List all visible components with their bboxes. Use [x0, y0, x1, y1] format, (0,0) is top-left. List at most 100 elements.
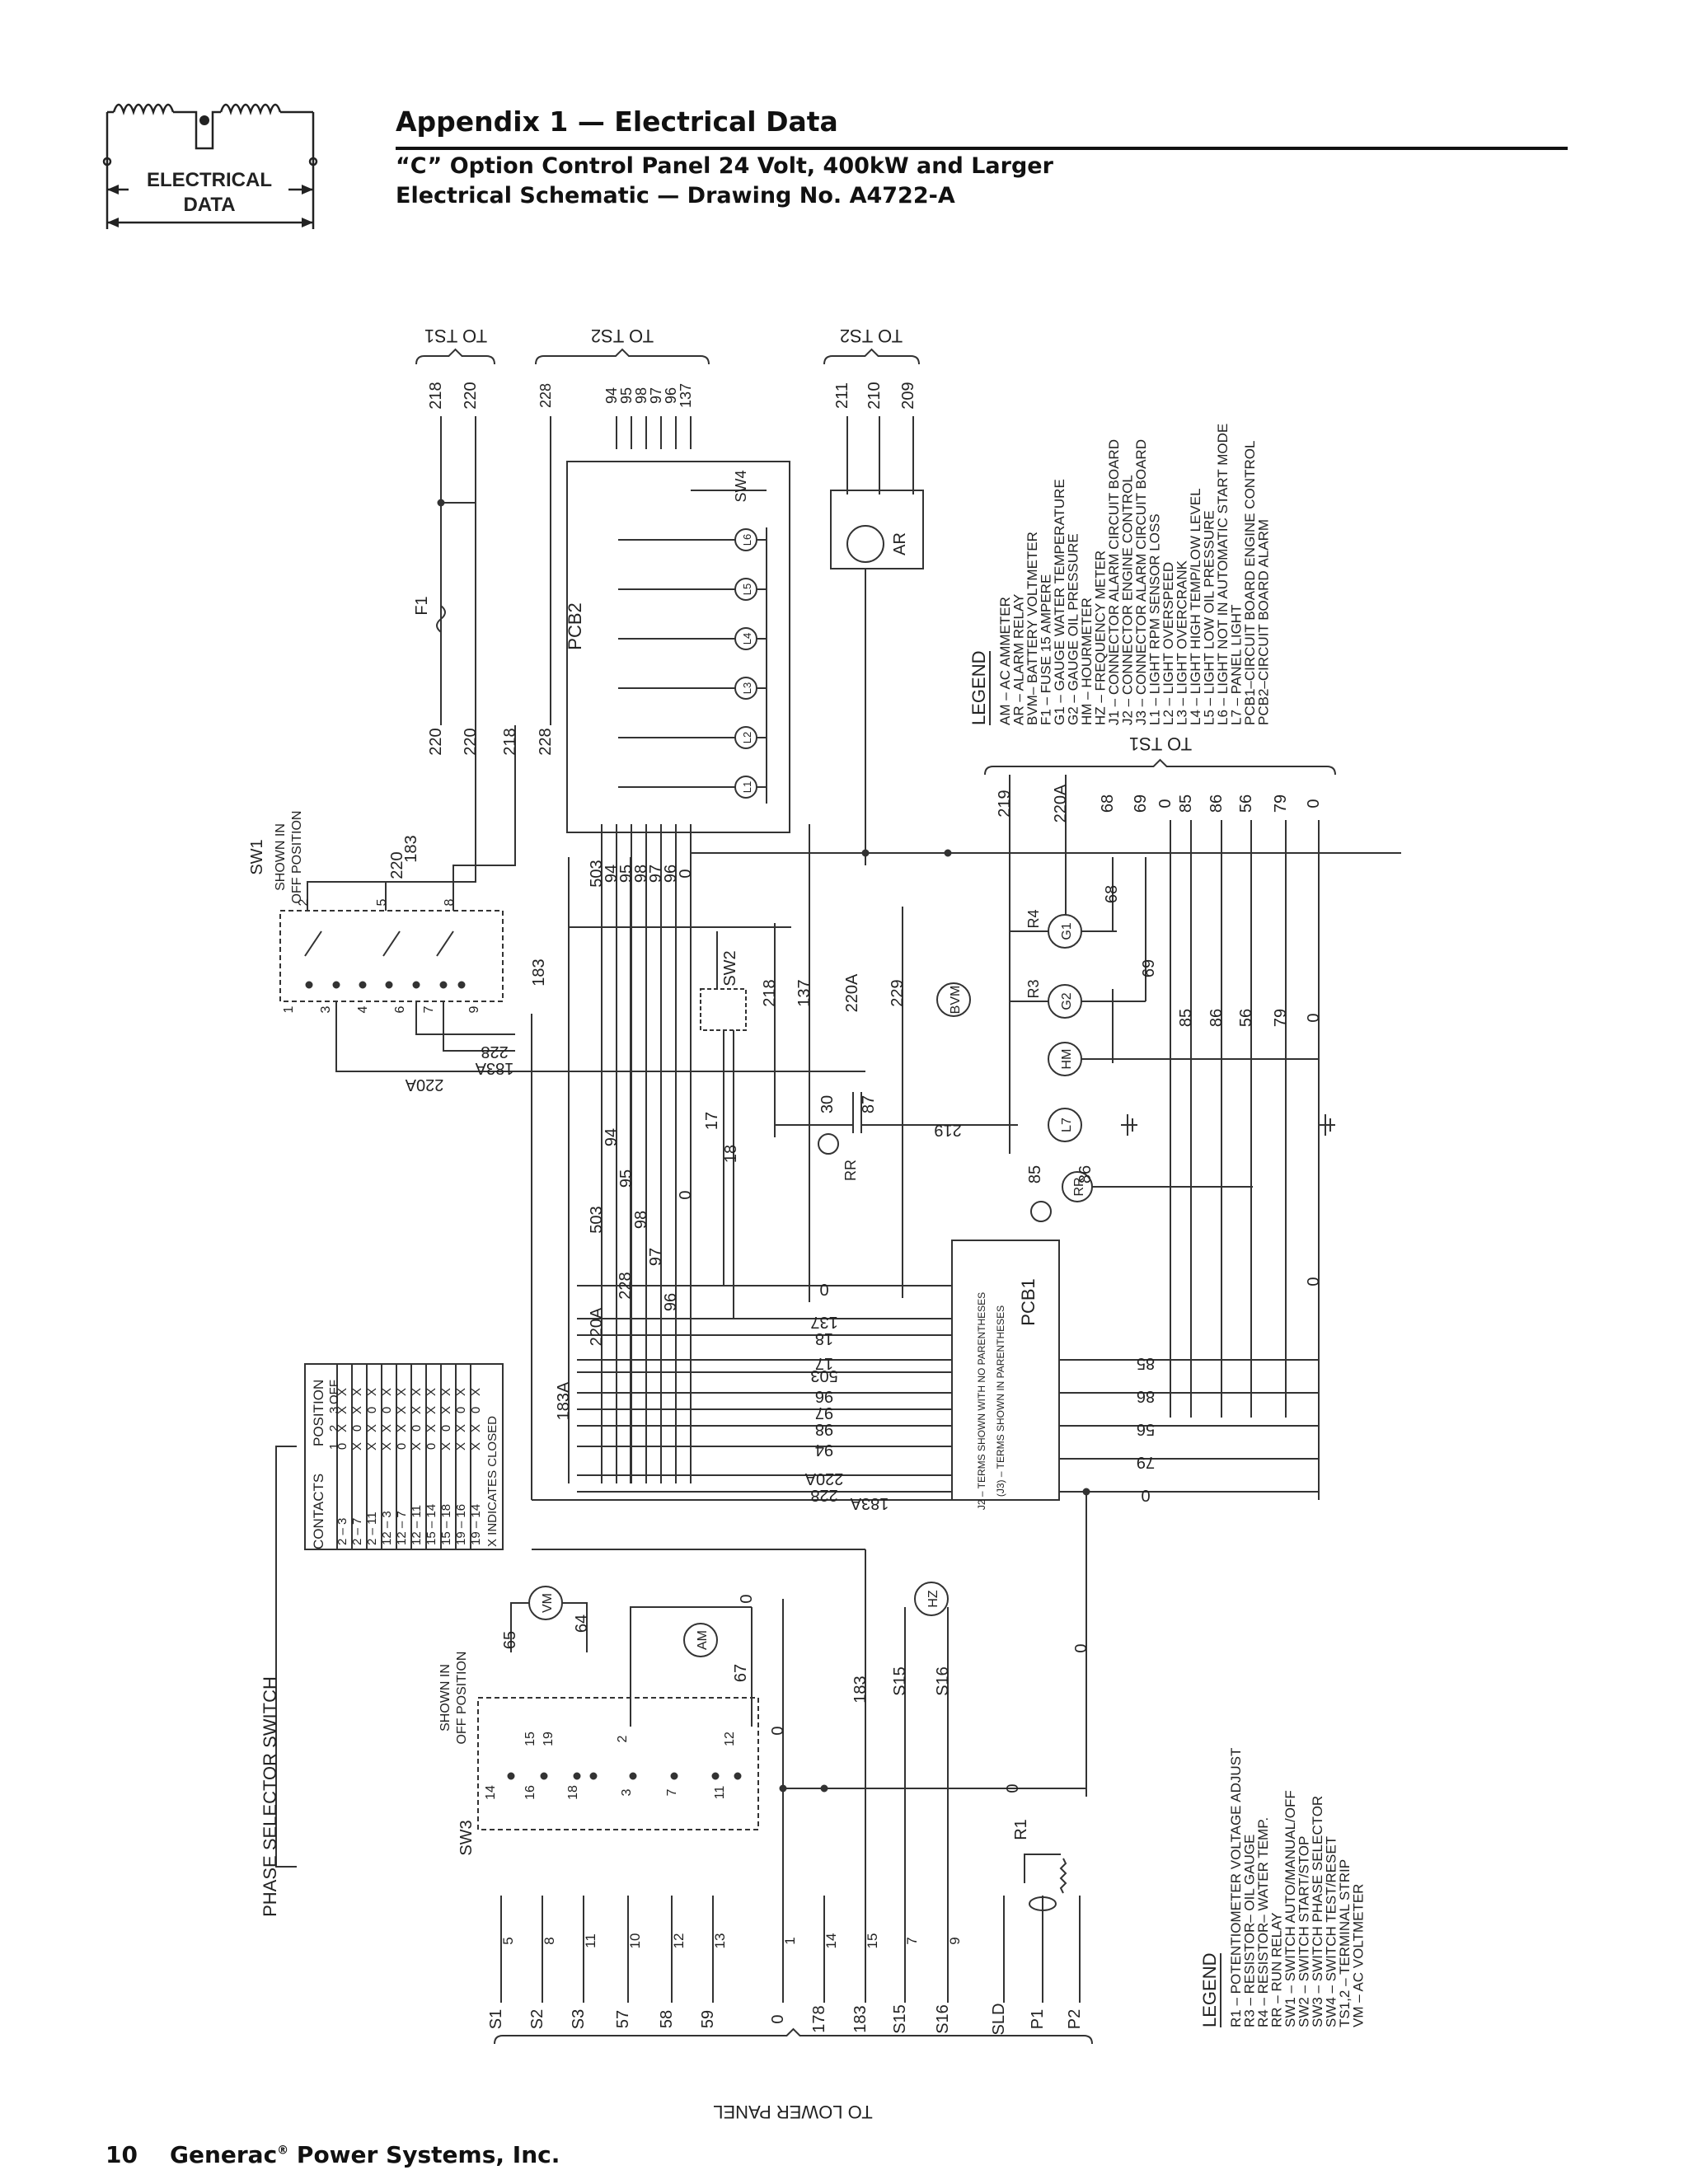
ground-symbol-r: [1319, 1114, 1335, 1136]
phase-row-2-pos2: X: [365, 1424, 379, 1432]
run-relay-rr: [1062, 1171, 1093, 1202]
wire-228-label: 228: [537, 728, 555, 755]
sw1-term-1: 1: [282, 1005, 296, 1013]
to-lower-panel-label: TO LOWER PANEL: [713, 2102, 873, 2122]
phase-row-4-pos2: X: [395, 1424, 409, 1432]
wire-64: [562, 1602, 588, 1652]
to-ts2-label: TO TS2: [591, 326, 654, 346]
ts2-wire-137: 137: [678, 383, 694, 408]
r1-label: R1: [1012, 1819, 1030, 1840]
pcb2-box: [566, 461, 790, 833]
legend2-item-4: SW1 – SWITCH AUTO/MANUAL/OFF: [1282, 1790, 1298, 2027]
alarm-relay-coil: [846, 525, 884, 563]
junction-dot: [385, 981, 393, 989]
junction-dot: [944, 849, 952, 857]
trunk-label-8: 96: [662, 1293, 680, 1311]
wire-30-label: 30: [818, 1095, 837, 1113]
gauge-g1: [1048, 914, 1082, 949]
ts2-wire-94: 94: [603, 387, 620, 404]
phase-row-0-pos1: 0: [335, 1443, 349, 1450]
ts2-wire-98: 98: [633, 387, 649, 404]
wire-218-sw1: [452, 725, 516, 911]
ts1-right-mid-0: 0: [1305, 1013, 1323, 1022]
sw3-term-7: 7: [665, 1788, 679, 1796]
phase-row-1-pos4: X: [350, 1388, 364, 1396]
ts1-right-mid-85: 85: [1177, 1009, 1195, 1027]
light-l2: [734, 726, 757, 749]
light-l1-label: L1: [741, 781, 753, 793]
mid-wire-97: 97: [647, 865, 665, 883]
wire-229-label: 229: [889, 979, 907, 1006]
sw1-wire-220: 220: [388, 851, 406, 879]
light-l2-label: L2: [741, 732, 753, 743]
phase-row-2-pos1: X: [365, 1442, 379, 1451]
wire-0-right-lower: 0: [1305, 1277, 1323, 1286]
to-ts1-right-label: TO TS1: [1129, 733, 1192, 754]
sw3-note1: SHOWN IN: [438, 1664, 452, 1732]
sw3-term-19: 19: [542, 1732, 556, 1746]
phase-table-header-contacts: CONTACTS: [311, 1474, 326, 1549]
wire-218-mid-label: 218: [761, 979, 779, 1006]
wire-220-label-b: 220: [462, 728, 480, 755]
hourmeter-hm: [1048, 1042, 1082, 1076]
wire-65: [510, 1602, 529, 1652]
phase-table-pos-2: 3: [327, 1407, 341, 1413]
panel-light-l7: [1048, 1108, 1082, 1142]
sw1-term-3: 3: [319, 1005, 333, 1013]
bvm-meter-label: BVM: [949, 986, 963, 1015]
legend1-item-1: AR – ALARM RELAY: [1011, 594, 1027, 725]
ts1-wire-218-top: 218: [427, 382, 445, 409]
lower-wire-9: S15: [891, 2004, 909, 2034]
ac-ammeter-am-label: AM: [696, 1630, 710, 1650]
ts1-right-wire-9: 0: [1305, 799, 1323, 808]
lower-wire-0: S1: [487, 2009, 505, 2029]
logo-text-line1: ELECTRICAL: [147, 169, 272, 191]
wire-65-label: 65: [501, 1631, 519, 1649]
wire-219-l7-label: 219: [934, 1121, 961, 1139]
junction-dot: [779, 1784, 787, 1793]
brace-to-lower-panel: [494, 2027, 1093, 2045]
legend1-item-7: HZ – FREQUENCY METER: [1093, 551, 1109, 725]
phase-row-1-pos2: 0: [350, 1425, 364, 1432]
legend2-item-3: RR – RUN RELAY: [1269, 1913, 1285, 2028]
lower-wire-13: P2: [1066, 2009, 1084, 2029]
wire-r1: [1024, 1854, 1061, 1883]
r4-label: R4: [1025, 909, 1042, 928]
shield-sld: [1029, 1896, 1057, 1911]
lower-wire-num-3: 10: [627, 1933, 643, 1949]
wire-s15-label: S15: [891, 1666, 909, 1696]
r1-potentiometer: [1059, 1858, 1067, 1894]
junction-dot: [670, 1772, 678, 1780]
phase-row-6-contacts: 15 – 14: [424, 1504, 438, 1545]
legend2-item-2: R4 – RESISTOR– WATER TEMP.: [1255, 1817, 1271, 2027]
ts1-right-wire-6: 86: [1207, 794, 1226, 813]
phase-row-4-pos4: X: [395, 1388, 409, 1396]
junction-dot: [507, 1772, 515, 1780]
pcb1-out-label-85: 85: [1137, 1354, 1155, 1372]
phase-row-8-pos3: 0: [454, 1407, 468, 1413]
page-footer: 10 Generac® Power Systems, Inc.: [106, 2141, 560, 2168]
sw1-contact-3: [436, 930, 454, 957]
pcb2-label: PCB2: [565, 602, 585, 649]
phase-row-5-pos3: X: [410, 1406, 424, 1414]
sw1-box: [279, 910, 504, 1002]
lower-wire-10: S16: [934, 2004, 952, 2034]
alarm-relay-ar-box: [830, 490, 924, 569]
sw3-term-15: 15: [523, 1732, 537, 1746]
fuse-f1: [436, 605, 446, 633]
sw1-term-5: 5: [375, 898, 389, 906]
phase-row-1-pos3: X: [350, 1406, 364, 1414]
light-l6-label: L6: [741, 534, 753, 546]
legend1-title: LEGEND: [968, 651, 989, 725]
junction-dot: [861, 849, 870, 857]
frequency-meter-hz-label: HZ: [926, 1590, 940, 1608]
junction-dot: [359, 981, 367, 989]
phase-row-9-pos1: X: [469, 1442, 483, 1451]
wire-220a-mid-label: 220A: [843, 973, 861, 1012]
lower-wire-3: 57: [614, 2010, 632, 2028]
lower-wire-11: SLD: [990, 2004, 1008, 2036]
wire-137-label: 137: [795, 979, 814, 1006]
legend1-item-10: J3 – CONNECTOR ALARM CIRCUIT BOARD: [1133, 439, 1149, 725]
phase-row-2-contacts: 2 – 11: [365, 1511, 379, 1545]
pcb1-in-label-8: 94: [815, 1441, 833, 1459]
